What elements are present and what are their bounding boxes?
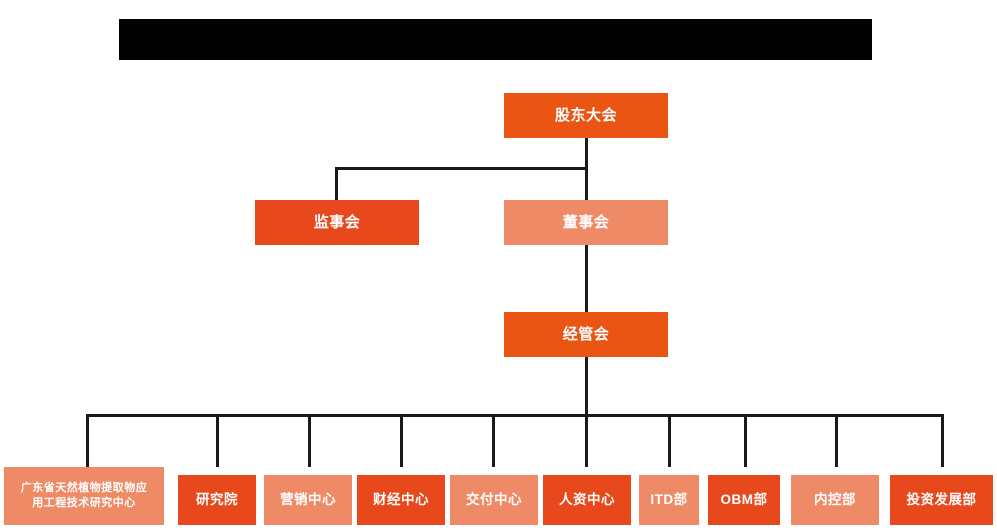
node-management-label: 经管会 xyxy=(562,325,610,343)
node-hr-center[interactable]: 人资中心 xyxy=(543,475,631,525)
node-itd-dept-label: ITD部 xyxy=(650,492,688,508)
edge-to-itd-dept xyxy=(668,414,671,467)
edge-to-directors xyxy=(585,167,588,200)
node-directors[interactable]: 董事会 xyxy=(504,200,668,245)
node-internal-control-dept-label: 内控部 xyxy=(814,492,856,508)
node-shareholders[interactable]: 股东大会 xyxy=(504,93,668,138)
node-delivery-center-label: 交付中心 xyxy=(466,492,522,508)
edge-shareholders-down xyxy=(585,137,588,170)
node-supervisors-label: 监事会 xyxy=(313,213,361,231)
edge-to-obm-dept xyxy=(744,414,747,467)
edge-directors-management xyxy=(585,245,588,315)
node-rnd-center[interactable]: 广东省天然植物提取物应 用工程技术研究中心 xyxy=(4,467,164,525)
node-internal-control-dept[interactable]: 内控部 xyxy=(791,475,879,525)
node-investment-development-dept-label: 投资发展部 xyxy=(906,492,977,508)
edge-to-internal-control-dept xyxy=(835,414,838,467)
node-finance-center-label: 财经中心 xyxy=(373,492,429,508)
edge-to-delivery-center xyxy=(492,414,495,467)
node-investment-development-dept[interactable]: 投资发展部 xyxy=(890,475,993,525)
edge-to-investment-development-dept xyxy=(941,414,944,467)
edge-to-hr-center xyxy=(585,414,588,467)
node-delivery-center[interactable]: 交付中心 xyxy=(450,475,538,525)
node-rnd-center-label-line1: 广东省天然植物提取物应 xyxy=(20,482,148,495)
edge-management-down xyxy=(585,357,588,417)
node-institute[interactable]: 研究院 xyxy=(178,475,256,525)
node-management[interactable]: 经管会 xyxy=(504,312,668,357)
edge-level4-bus xyxy=(86,414,943,417)
node-directors-label: 董事会 xyxy=(562,213,610,231)
node-supervisors[interactable]: 监事会 xyxy=(255,200,419,245)
node-hr-center-label: 人资中心 xyxy=(559,492,615,508)
edge-to-institute xyxy=(216,414,219,467)
node-rnd-center-label-line2: 用工程技术研究中心 xyxy=(32,497,136,509)
edge-level2-bus xyxy=(335,167,588,170)
edge-to-marketing-center xyxy=(308,414,311,467)
node-marketing-center-label: 营销中心 xyxy=(280,492,336,508)
node-obm-dept[interactable]: OBM部 xyxy=(708,475,780,525)
edge-to-rnd-center xyxy=(86,414,89,467)
node-itd-dept[interactable]: ITD部 xyxy=(639,475,699,525)
node-shareholders-label: 股东大会 xyxy=(554,106,617,124)
node-marketing-center[interactable]: 营销中心 xyxy=(264,475,352,525)
node-institute-label: 研究院 xyxy=(196,492,238,508)
redacted-title-bar xyxy=(119,19,872,60)
node-finance-center[interactable]: 财经中心 xyxy=(357,475,445,525)
edge-to-finance-center xyxy=(400,414,403,467)
edge-to-supervisors xyxy=(335,167,338,200)
node-obm-dept-label: OBM部 xyxy=(720,492,768,508)
